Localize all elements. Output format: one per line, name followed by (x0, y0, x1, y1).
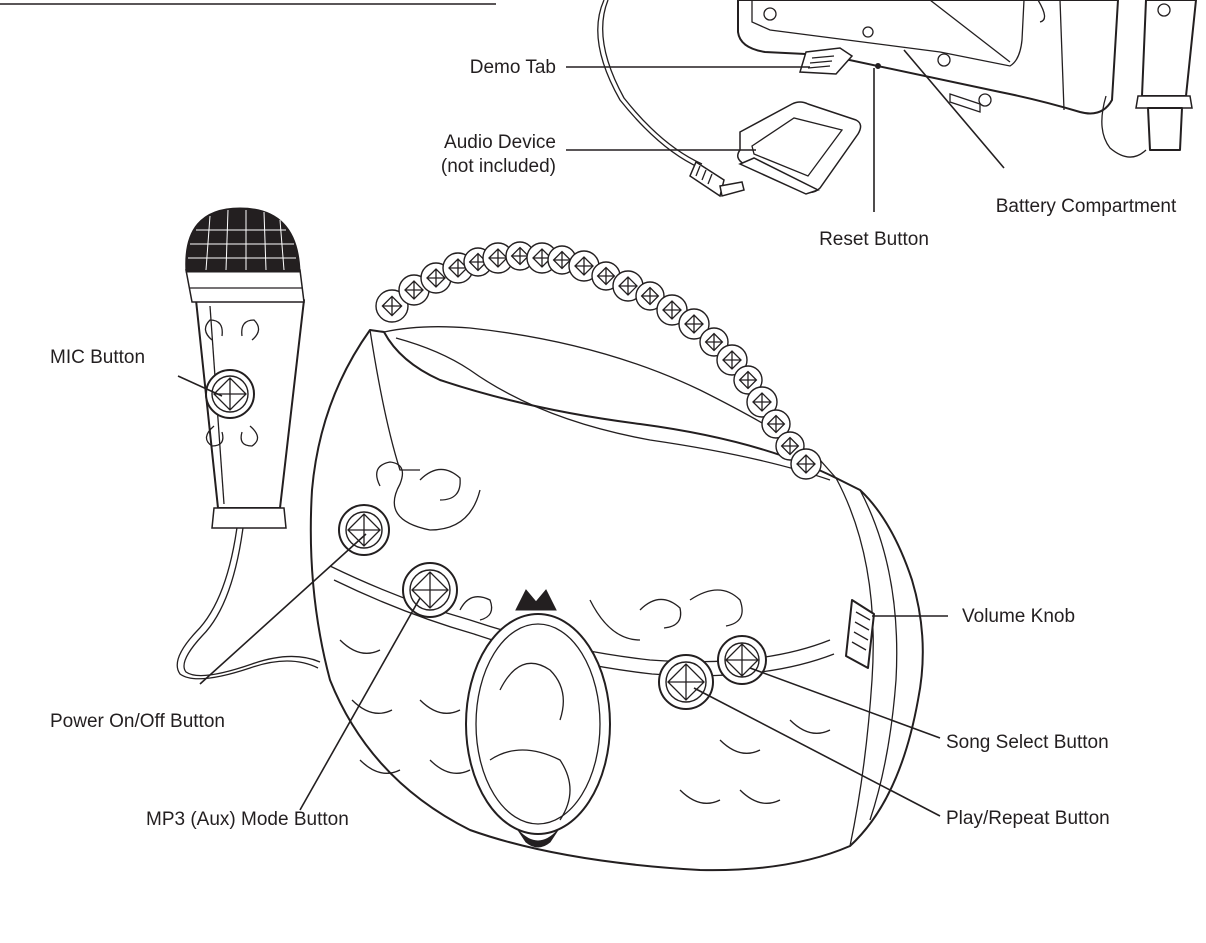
label-reset-button: Reset Button (819, 229, 929, 250)
label-battery-compartment: Battery Compartment (996, 196, 1177, 217)
mic-button-icon (206, 370, 254, 418)
unit-back-view (738, 0, 1118, 114)
label-audio-device-line1: Audio Device (444, 132, 556, 153)
volume-knob-icon (846, 600, 874, 668)
label-power-button: Power On/Off Button (50, 711, 225, 732)
power-button-icon (339, 505, 389, 555)
label-audio-device-line2: (not included) (441, 156, 556, 177)
label-mic-button: MIC Button (50, 347, 145, 368)
play-repeat-button-icon (659, 655, 713, 709)
label-song-select-button: Song Select Button (946, 732, 1109, 753)
label-volume-knob: Volume Knob (962, 606, 1075, 627)
label-demo-tab: Demo Tab (470, 57, 556, 78)
demo-tab-icon (800, 48, 852, 74)
song-select-button-icon (718, 636, 766, 684)
mp3-mode-button-icon (403, 563, 457, 617)
audio-device-icon (690, 102, 861, 196)
label-play-repeat-button: Play/Repeat Button (946, 808, 1110, 829)
handbag-body (311, 327, 923, 870)
label-mp3-mode-button: MP3 (Aux) Mode Button (146, 809, 349, 830)
aux-cable (598, 0, 700, 168)
microphone (177, 208, 320, 679)
